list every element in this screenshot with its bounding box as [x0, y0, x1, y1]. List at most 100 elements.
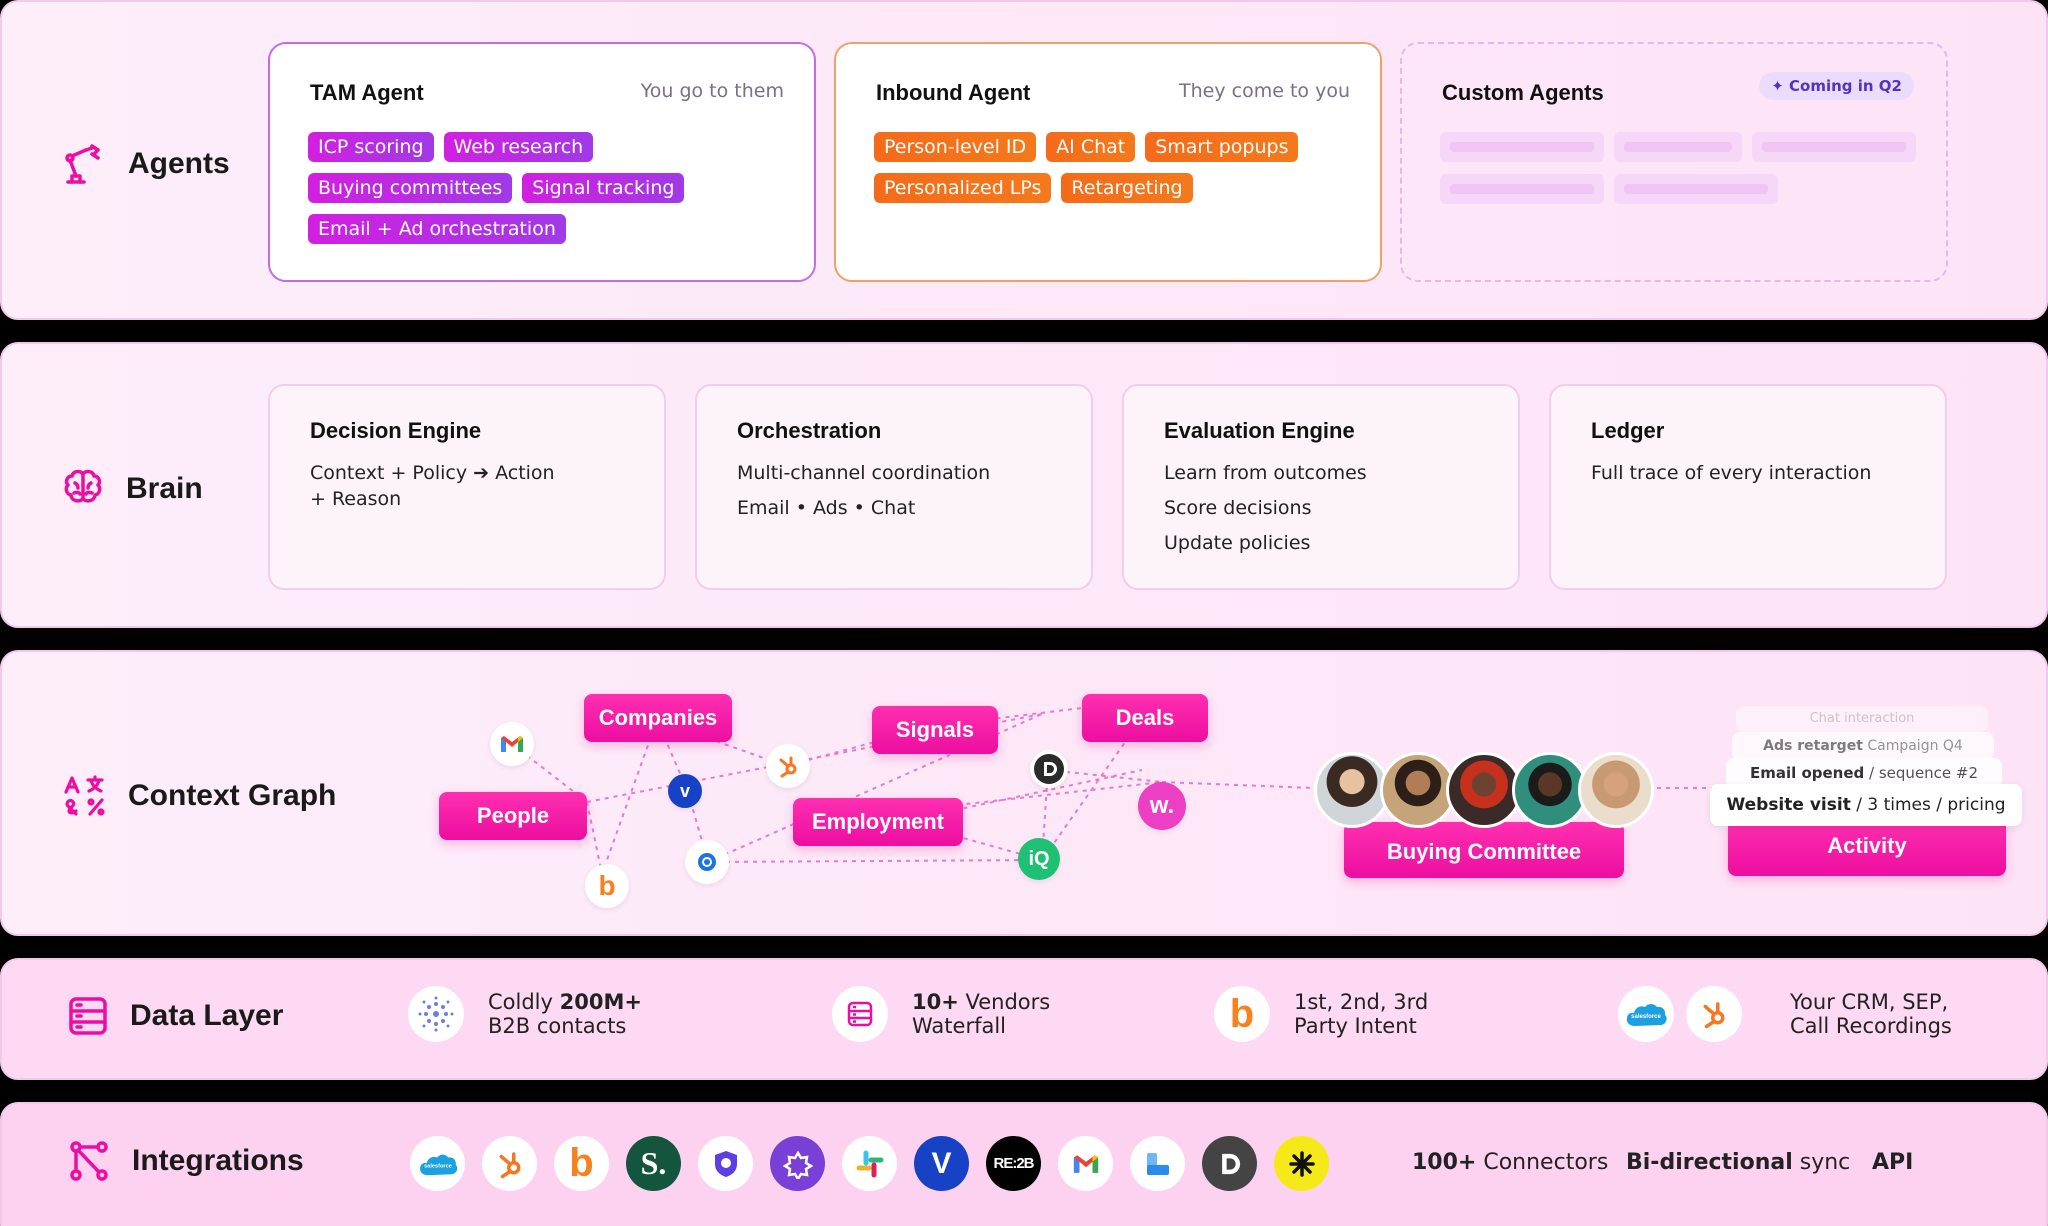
salesforce-icon: salesforce: [1618, 986, 1674, 1042]
git-branch-icon: [68, 1140, 110, 1182]
salesforce-icon[interactable]: salesforce: [410, 1136, 465, 1191]
placeholder-chip: [1614, 132, 1742, 162]
decision-engine-line: + Reason: [310, 488, 402, 510]
bombora-icon: b: [585, 864, 629, 908]
agents-heading: Agents: [62, 142, 230, 186]
orchestration-card[interactable]: Orchestration Multi-channel coordination…: [695, 384, 1093, 590]
gmail-icon: [490, 722, 534, 766]
context-graph-heading: Context Graph: [62, 774, 336, 818]
chip-email-ad-orchestration: Email + Ad orchestration: [308, 214, 566, 244]
list-icon: [832, 986, 888, 1042]
slack-icon[interactable]: [842, 1136, 897, 1191]
reb2b-icon[interactable]: RE:2B: [986, 1136, 1041, 1191]
node-employment[interactable]: Employment: [793, 798, 963, 846]
inbound-agent-card[interactable]: Inbound Agent They come to you Person-le…: [834, 42, 1382, 282]
tam-agent-subtitle: You go to them: [640, 80, 784, 102]
robot-arm-icon: [62, 142, 106, 186]
contacts-count: 200M+: [559, 990, 642, 1014]
brain-band: Brain Decision Engine Context + Policy ➔…: [0, 342, 2048, 628]
tam-agent-title: TAM Agent: [310, 80, 424, 105]
avatar: [1314, 752, 1390, 828]
node-signals[interactable]: Signals: [872, 706, 998, 754]
node-companies[interactable]: Companies: [584, 694, 732, 742]
evaluation-engine-line: Score decisions: [1164, 497, 1312, 519]
agents-label: Agents: [128, 147, 230, 180]
chip-web-research: Web research: [443, 132, 594, 162]
integrations-heading: Integrations: [68, 1140, 304, 1182]
s-icon[interactable]: S.: [626, 1136, 681, 1191]
avatar: [1512, 752, 1588, 828]
chip-ai-chat: AI Chat: [1046, 132, 1136, 162]
chip-retargeting: Retargeting: [1061, 173, 1193, 203]
ads-retarget-card: Ads retarget Campaign Q4: [1732, 732, 1994, 760]
data-item-intent: b 1st, 2nd, 3rd Party Intent: [1214, 986, 1428, 1042]
bidirectional-sync: Bi-directional sync: [1626, 1150, 1851, 1175]
avatar: [1446, 752, 1522, 828]
chip-buying-committees: Buying committees: [308, 173, 513, 203]
coming-soon-badge: ✦ Coming in Q2: [1759, 72, 1914, 100]
vector-icon: v: [668, 774, 702, 808]
d-icon[interactable]: [1202, 1136, 1257, 1191]
orchestration-line: Email • Ads • Chat: [737, 497, 916, 519]
placeholder-chip: [1440, 132, 1604, 162]
vector-icon[interactable]: V: [914, 1136, 969, 1191]
puzzle-icon[interactable]: [770, 1136, 825, 1191]
inbound-agent-title: Inbound Agent: [876, 80, 1031, 105]
integrations-label: Integrations: [132, 1144, 304, 1177]
bombora-icon: b: [1214, 986, 1270, 1042]
asterisk-icon[interactable]: [1274, 1136, 1329, 1191]
chip-signal-tracking: Signal tracking: [522, 173, 685, 203]
hubspot-icon: [1686, 986, 1742, 1042]
activity-button[interactable]: Activity: [1728, 818, 2006, 876]
buying-committee-button[interactable]: Buying Committee: [1344, 822, 1624, 878]
circle-icon: [685, 840, 729, 884]
vendors-count: 10+: [912, 990, 959, 1014]
hubspot-icon: [766, 744, 810, 788]
l-icon[interactable]: [1130, 1136, 1185, 1191]
api-label[interactable]: API: [1872, 1150, 1914, 1175]
evaluation-engine-title: Evaluation Engine: [1164, 418, 1355, 443]
shield-icon[interactable]: [698, 1136, 753, 1191]
orchestration-line: Multi-channel coordination: [737, 462, 991, 484]
chip-personalized-lps: Personalized LPs: [874, 173, 1052, 203]
chip-icp-scoring: ICP scoring: [308, 132, 434, 162]
coldly-icon: [408, 986, 464, 1042]
iq-icon: iQ: [1018, 838, 1060, 880]
node-people[interactable]: People: [439, 792, 587, 840]
email-opened-card: Email opened / sequence #2: [1726, 758, 2002, 788]
gmail-icon[interactable]: [1058, 1136, 1113, 1191]
brain-icon: [62, 468, 104, 510]
context-graph-band: Context Graph Companies People Signal: [0, 650, 2048, 936]
avatar: [1380, 752, 1456, 828]
decision-engine-line: Context + Policy ➔ Action: [310, 462, 555, 484]
w-icon: w.: [1138, 782, 1186, 830]
svg-text:salesforce: salesforce: [424, 1163, 452, 1169]
context-graph-label: Context Graph: [128, 779, 337, 812]
hubspot-icon[interactable]: [482, 1136, 537, 1191]
placeholder-chip: [1752, 132, 1916, 162]
translate-symbols-icon: [62, 774, 106, 818]
connectors-count: 100+ Connectors: [1412, 1150, 1609, 1175]
custom-agents-card[interactable]: Custom Agents ✦ Coming in Q2: [1400, 42, 1948, 282]
tam-agent-card[interactable]: TAM Agent You go to them ICP scoring Web…: [268, 42, 816, 282]
custom-agents-title: Custom Agents: [1442, 80, 1604, 105]
svg-text:salesforce: salesforce: [1631, 1014, 1661, 1020]
bombora-icon[interactable]: b: [554, 1136, 609, 1191]
node-deals[interactable]: Deals: [1082, 694, 1208, 742]
placeholder-chip: [1440, 174, 1604, 204]
sparkle-icon: ✦: [1771, 77, 1790, 95]
chat-interaction-card: Chat interaction: [1736, 706, 1988, 732]
decision-engine-title: Decision Engine: [310, 418, 482, 443]
data-item-vendors: 10+ Vendors Waterfall: [832, 986, 1050, 1042]
data-layer-heading: Data Layer: [68, 996, 283, 1036]
evaluation-engine-card[interactable]: Evaluation Engine Learn from outcomes Sc…: [1122, 384, 1520, 590]
placeholder-chip: [1614, 174, 1778, 204]
ledger-line: Full trace of every interaction: [1591, 462, 1872, 484]
decision-engine-card[interactable]: Decision Engine Context + Policy ➔ Actio…: [268, 384, 666, 590]
website-visit-card: Website visit / 3 times / pricing: [1710, 784, 2022, 826]
ledger-card[interactable]: Ledger Full trace of every interaction: [1549, 384, 1947, 590]
brain-label: Brain: [126, 472, 203, 505]
data-item-contacts: Coldly 200M+ B2B contacts: [408, 986, 642, 1042]
ledger-title: Ledger: [1591, 418, 1665, 443]
data-item-crm: salesforce Your CRM, SEP, Call Recording…: [1618, 986, 1952, 1042]
